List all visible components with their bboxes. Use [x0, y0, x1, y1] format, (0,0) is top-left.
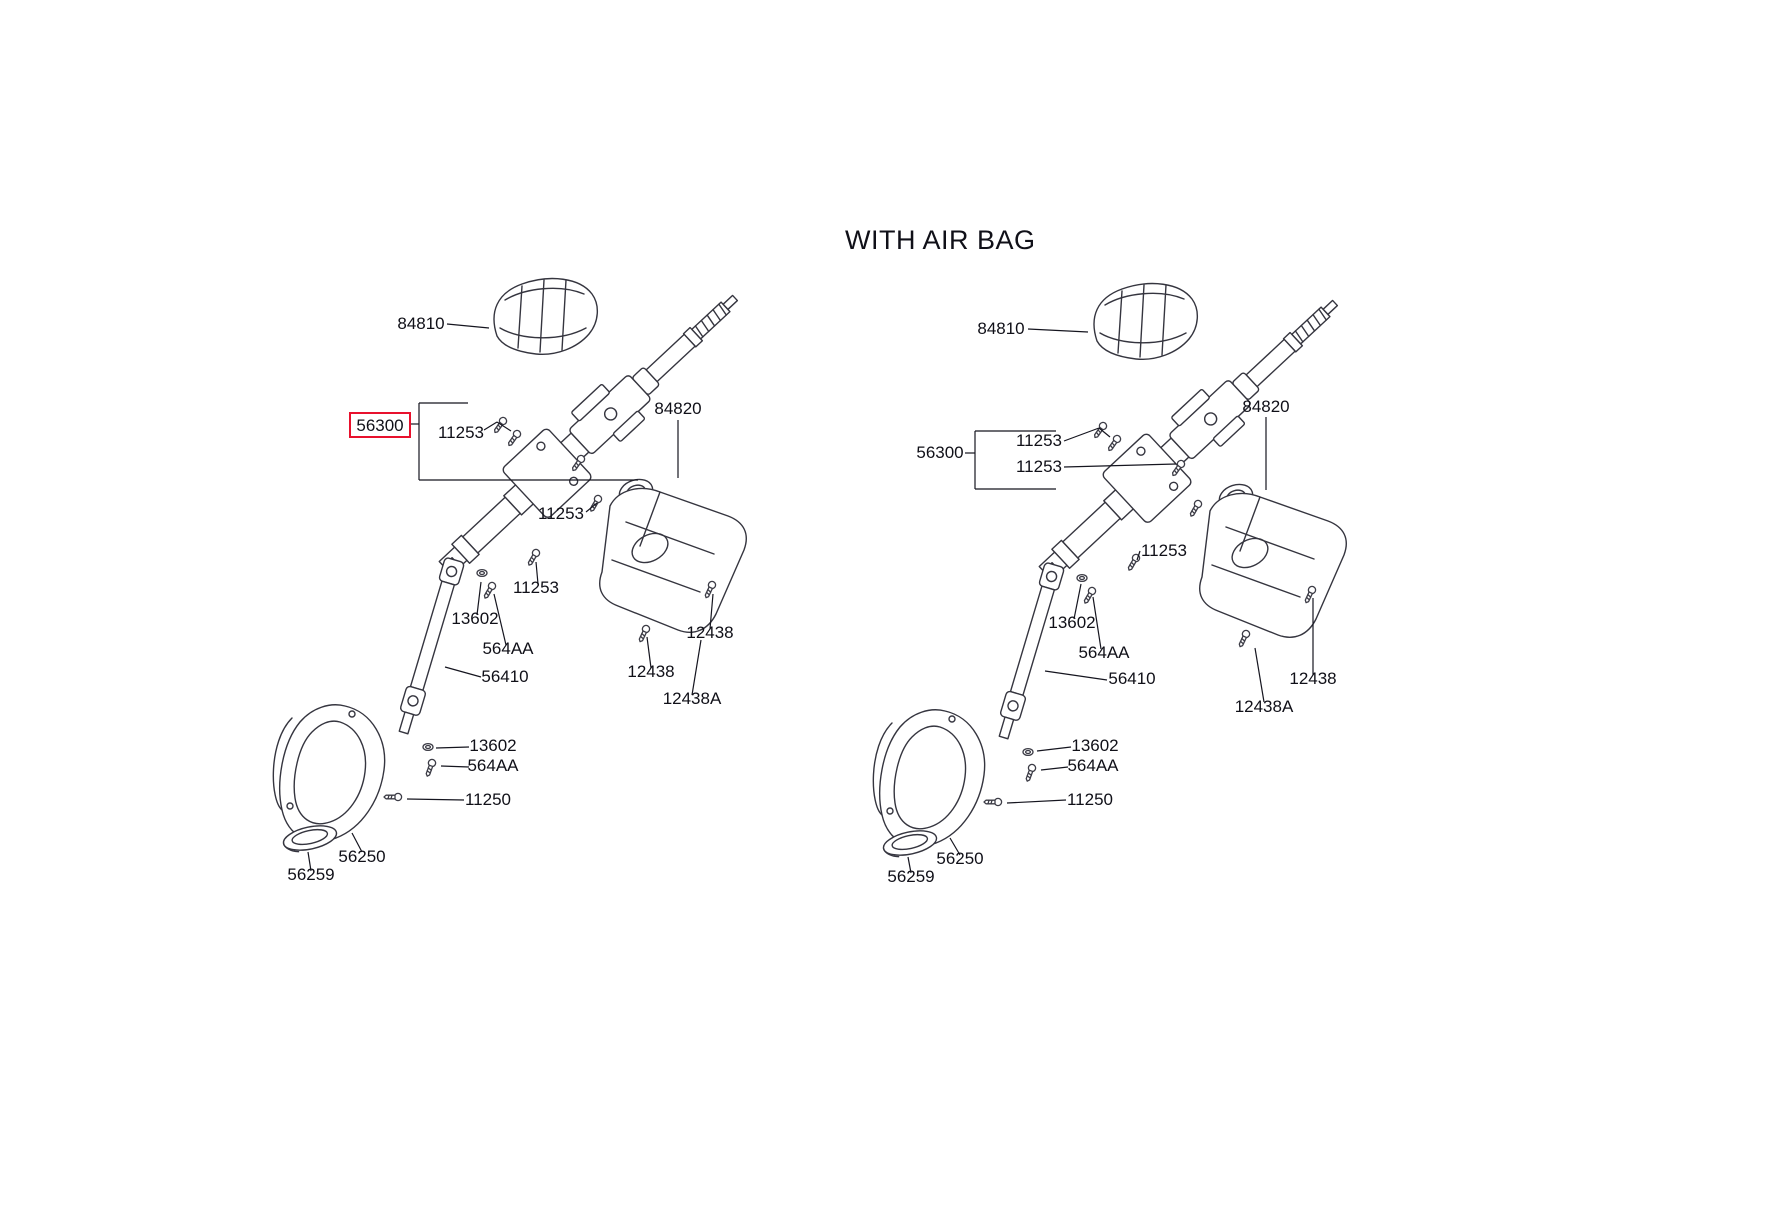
part-label-56300[interactable]: 56300	[916, 443, 963, 462]
part-label-84810[interactable]: 84810	[977, 319, 1024, 338]
part-label-12438[interactable]: 12438	[686, 623, 733, 642]
part-label-564AA[interactable]: 564AA	[1078, 643, 1130, 662]
highlight-box-56300	[349, 412, 411, 438]
part-label-12438A[interactable]: 12438A	[663, 689, 722, 708]
part-label-56250[interactable]: 56250	[338, 847, 385, 866]
part-label-56259[interactable]: 56259	[287, 865, 334, 884]
part-label-13602[interactable]: 13602	[1071, 736, 1118, 755]
part-label-56259[interactable]: 56259	[887, 867, 934, 886]
part-label-12438A[interactable]: 12438A	[1235, 697, 1294, 716]
part-label-564AA[interactable]: 564AA	[1067, 756, 1119, 775]
part-label-56410[interactable]: 56410	[1108, 669, 1155, 688]
part-label-84820[interactable]: 84820	[654, 399, 701, 418]
part-label-564AA[interactable]: 564AA	[467, 756, 519, 775]
part-label-13602[interactable]: 13602	[469, 736, 516, 755]
part-label-12438[interactable]: 12438	[1289, 669, 1336, 688]
part-label-12438[interactable]: 12438	[627, 662, 674, 681]
part-label-56300-highlighted[interactable]: 56300	[356, 416, 403, 435]
part-label-11253[interactable]: 11253	[1016, 431, 1062, 450]
part-label-11250[interactable]: 11250	[465, 790, 511, 809]
part-label-11250[interactable]: 11250	[1067, 790, 1113, 809]
part-label-11253[interactable]: 11253	[438, 423, 484, 442]
part-label-13602[interactable]: 13602	[1048, 613, 1095, 632]
part-label-564AA[interactable]: 564AA	[482, 639, 534, 658]
part-labels-airbag: 84810 84820 56300 11253 11253 11253 1360…	[887, 319, 1336, 886]
part-labels-standard: 84810 56300 11253 84820 11253 11253 1360…	[287, 314, 733, 884]
part-label-11253[interactable]: 11253	[513, 578, 559, 597]
part-label-84820[interactable]: 84820	[1242, 397, 1289, 416]
part-label-56250[interactable]: 56250	[936, 849, 983, 868]
part-label-11253[interactable]: 11253	[538, 504, 584, 523]
diagram-with-airbag: WITH AIR BAG 8481	[845, 225, 1358, 886]
part-label-84810[interactable]: 84810	[397, 314, 444, 333]
part-label-11253[interactable]: 11253	[1141, 541, 1187, 560]
diagram-title: WITH AIR BAG	[845, 225, 1036, 255]
leader-lines-airbag	[907, 328, 1314, 874]
part-label-11253[interactable]: 11253	[1016, 457, 1062, 476]
leader-lines-standard	[307, 323, 714, 872]
part-label-56410[interactable]: 56410	[481, 667, 528, 686]
diagram-standard: 84810 56300 11253 84820 11253 11253 1360…	[273, 273, 758, 884]
part-label-13602[interactable]: 13602	[451, 609, 498, 628]
